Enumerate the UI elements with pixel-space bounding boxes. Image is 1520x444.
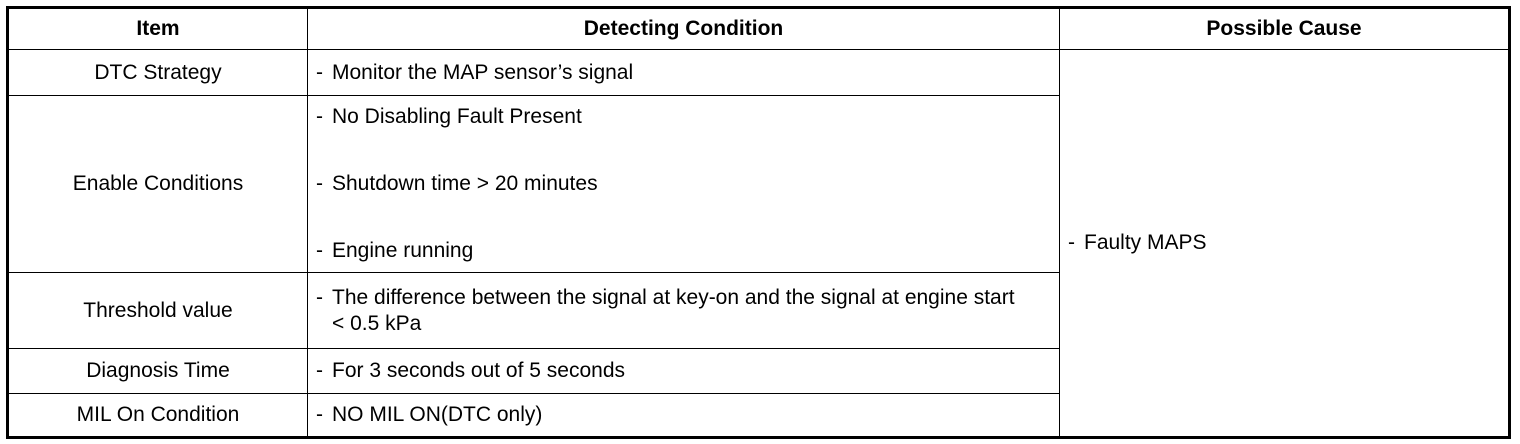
bullet-dash: -: [1068, 231, 1075, 254]
dtc-spec-table: Item Detecting Condition Possible Cause …: [6, 6, 1511, 439]
condition-text: No Disabling Fault Present: [332, 105, 582, 128]
condition-enable-conditions: - No Disabling Fault Present - Shutdown …: [307, 95, 1060, 273]
possible-cause-text: Faulty MAPS: [1084, 231, 1207, 254]
bullet-dash: -: [316, 239, 323, 262]
header-possible-cause: Possible Cause: [1059, 6, 1511, 50]
condition-text: NO MIL ON(DTC only): [332, 403, 543, 426]
condition-dtc-strategy: - Monitor the MAP sensor’s signal: [307, 49, 1060, 96]
condition-diagnosis-time: - For 3 seconds out of 5 seconds: [307, 348, 1060, 394]
condition-text: Monitor the MAP sensor’s signal: [332, 60, 634, 84]
item-enable-conditions: Enable Conditions: [6, 95, 308, 273]
header-item: Item: [6, 6, 308, 50]
condition-text: The difference between the signal at key…: [332, 285, 1015, 335]
bullet-dash: -: [316, 105, 323, 128]
table-header-row: Item Detecting Condition Possible Cause: [6, 6, 1511, 50]
bullet-dash: -: [316, 359, 323, 382]
condition-threshold-value: - The difference between the signal at k…: [307, 272, 1060, 349]
bullet-dash: -: [316, 60, 323, 84]
condition-text: Engine running: [332, 239, 474, 262]
condition-text: For 3 seconds out of 5 seconds: [332, 359, 626, 382]
item-diagnosis-time: Diagnosis Time: [6, 348, 308, 394]
table-row: DTC Strategy - Monitor the MAP sensor’s …: [6, 49, 1511, 439]
possible-cause-cell: - Faulty MAPS: [1059, 49, 1511, 439]
bullet-dash: -: [316, 403, 323, 426]
condition-text: Shutdown time > 20 minutes: [332, 172, 598, 195]
table-row: MIL On Condition - NO MIL ON(DTC only): [6, 393, 1510, 439]
table-row: Threshold value - The difference between…: [6, 272, 1510, 349]
condition-mil-on-condition: - NO MIL ON(DTC only): [307, 393, 1060, 439]
item-mil-on-condition: MIL On Condition: [6, 393, 308, 439]
header-detecting-condition: Detecting Condition: [307, 6, 1060, 50]
item-dtc-strategy: DTC Strategy: [6, 49, 308, 96]
table-row: Diagnosis Time - For 3 seconds out of 5 …: [6, 348, 1510, 394]
table-row: Enable Conditions - No Disabling Fault P…: [6, 95, 1510, 273]
item-threshold-value: Threshold value: [6, 272, 308, 349]
bullet-dash: -: [316, 172, 323, 195]
bullet-dash: -: [316, 285, 323, 309]
